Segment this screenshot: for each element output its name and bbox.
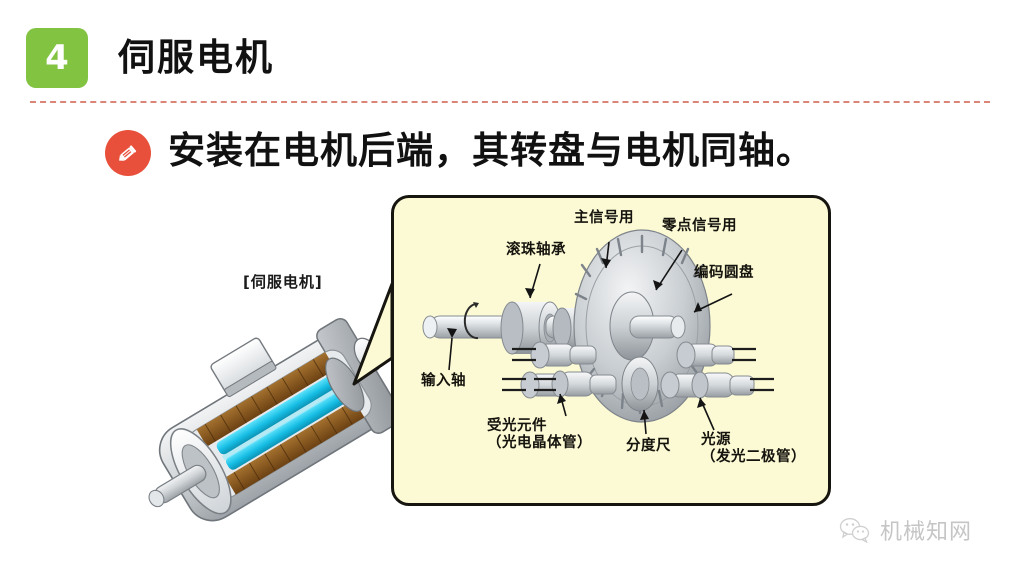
- watermark: 机械知网: [838, 514, 972, 546]
- dashed-divider: [30, 101, 990, 103]
- motor-caption: [伺服电机]: [243, 273, 323, 291]
- label-light-source-line1: 光源: [701, 432, 731, 448]
- label-index-scale: 分度尺: [626, 438, 671, 454]
- label-light-source-line2: （发光二极管）: [701, 449, 806, 465]
- label-code-disc: 编码圆盘: [694, 265, 754, 281]
- label-input-shaft: 输入轴: [421, 373, 466, 389]
- label-photo-element-line2: （光电晶体管）: [487, 435, 592, 451]
- pencil-icon: [105, 130, 151, 176]
- label-main-signal: 主信号用: [574, 210, 634, 226]
- step-number-label: 4: [45, 38, 69, 78]
- page-title: 伺服电机: [118, 36, 274, 79]
- label-ball-bearing: 滚珠轴承: [506, 242, 566, 258]
- label-zero-signal: 零点信号用: [662, 218, 737, 234]
- label-light-source: 光源 （发光二极管）: [701, 432, 806, 466]
- slide-header: 4 伺服电机: [0, 0, 1011, 100]
- encoder-exploded-illustration: [422, 229, 774, 435]
- encoder-callout-panel: 滚珠轴承 主信号用 零点信号用 编码圆盘 输入轴 受光元件 （光电晶体管） 分度…: [391, 195, 831, 506]
- subtitle-row: 安装在电机后端，其转盘与电机同轴。: [105, 126, 814, 176]
- label-photo-element: 受光元件 （光电晶体管）: [487, 418, 592, 452]
- watermark-text: 机械知网: [880, 520, 973, 545]
- wechat-icon: [839, 518, 870, 543]
- label-photo-element-line1: 受光元件: [487, 418, 547, 434]
- step-number-badge: 4: [26, 28, 88, 88]
- servo-motor-illustration: [140, 262, 410, 562]
- subtitle-text: 安装在电机后端，其转盘与电机同轴。: [168, 129, 814, 172]
